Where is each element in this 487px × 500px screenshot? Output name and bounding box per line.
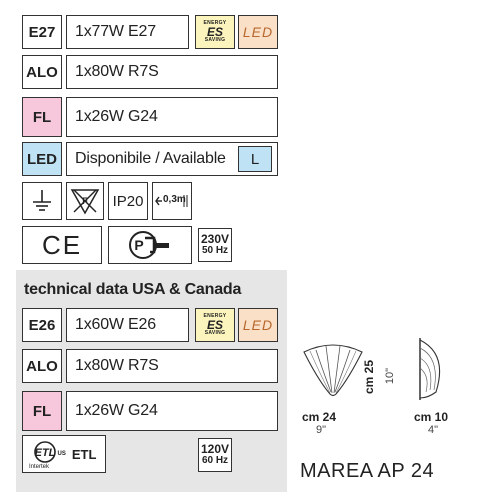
code-label: FL [32, 108, 52, 126]
energy-bottom: SAVING [204, 37, 226, 43]
lamp-front-view-drawing [303, 344, 363, 397]
spec-alo: 1x80W R7S [66, 55, 278, 89]
width-cm-label: cm 24 [302, 410, 337, 424]
led-option-badge: L [238, 146, 272, 172]
etl-circle-icon: ETL [33, 441, 56, 463]
energy-saving-badge: ENERGY ES SAVING [195, 15, 235, 49]
depth-in-label: 4" [428, 424, 439, 436]
no-insulation-cover-icon: F [66, 182, 104, 220]
energy-saving-badge-us: ENERGY ES SAVING [195, 308, 235, 342]
spec-alo-us: 1x80W R7S [66, 349, 278, 383]
etl-us-label: US [57, 451, 66, 457]
spec-fl-us: 1x26W G24 [66, 391, 278, 431]
led-option-label: L [250, 150, 260, 168]
ground-icon-svg [33, 190, 51, 211]
svg-text:ETL: ETL [34, 447, 55, 459]
code-alo: ALO [22, 55, 62, 89]
energy-bottom: SAVING [204, 330, 226, 336]
spec-label: Disponibile / Available [75, 150, 226, 167]
code-label: E27 [28, 23, 56, 41]
lamp-side-view-drawing [419, 338, 441, 400]
ip-rating-label: IP20 [112, 192, 144, 210]
code-led: LED [22, 142, 62, 176]
spec-e26: 1x60W E26 [66, 308, 189, 342]
voltage-eu-v: 230V [200, 232, 230, 246]
ce-mark-label: CE [41, 229, 83, 260]
distance-arrow-svg [155, 195, 188, 207]
code-label: ALO [26, 357, 58, 375]
spec-label: 1x60W E26 [75, 316, 156, 333]
etl-label: ETL [71, 446, 97, 462]
code-fl-us: FL [22, 391, 62, 431]
distance-label: 0,3m [163, 194, 186, 205]
voltage-us-hz: 60 Hz [201, 455, 229, 466]
height-cm-label: cm 25 [362, 359, 377, 395]
spec-label: 1x77W E27 [75, 23, 156, 40]
code-alo-us: ALO [22, 349, 62, 383]
ground-icon [22, 182, 62, 220]
min-distance-icon: 0,3m [152, 182, 192, 220]
usa-section: technical data USA & Canada E26 1x60W E2… [16, 270, 287, 492]
spec-label: 1x80W R7S [75, 357, 159, 374]
no-insulation-svg: F [70, 189, 100, 215]
spec-label: 1x26W G24 [75, 402, 158, 419]
spec-label: 1x26W G24 [75, 108, 158, 125]
spec-label: 1x80W R7S [75, 63, 159, 80]
led-badge-label: LED [242, 317, 274, 333]
spec-e27: 1x77W E27 [66, 15, 189, 49]
code-label: LED [27, 150, 57, 168]
width-dimension: cm 24 9" [302, 410, 362, 436]
led-badge: LED [238, 15, 278, 49]
gost-r-mark-icon: P [108, 226, 192, 264]
voltage-eu-hz: 50 Hz [201, 245, 229, 256]
height-in-label: 10" [384, 367, 397, 385]
energy-main: ES [206, 318, 223, 332]
code-e26: E26 [22, 308, 62, 342]
product-name: MAREA AP 24 [300, 460, 435, 482]
led-badge-label: LED [242, 24, 274, 40]
voltage-us: 120V 60 Hz [198, 438, 232, 472]
depth-cm-label: cm 10 [414, 410, 449, 424]
code-label: FL [32, 402, 52, 420]
led-badge-us: LED [238, 308, 278, 342]
width-in-label: 9" [316, 424, 327, 436]
code-label: ALO [26, 63, 58, 81]
code-e27: E27 [22, 15, 62, 49]
spec-fl: 1x26W G24 [66, 97, 278, 137]
ip-rating: IP20 [108, 182, 148, 220]
usa-section-title: technical data USA & Canada [24, 281, 242, 298]
voltage-us-v: 120V [200, 442, 230, 456]
voltage-eu: 230V 50 Hz [198, 228, 232, 262]
energy-main: ES [206, 25, 223, 39]
svg-text:P: P [134, 237, 143, 253]
energy-top: ENERGY [203, 20, 227, 26]
ce-mark: CE [22, 226, 102, 264]
etl-intertek-label: Intertek [29, 464, 50, 470]
code-label: E26 [28, 316, 56, 334]
gost-svg: P [129, 231, 169, 259]
energy-top: ENERGY [203, 313, 227, 319]
etl-mark: ETL US ETL Intertek [22, 435, 106, 473]
code-fl: FL [22, 97, 62, 137]
height-dimension: cm 25 10" [360, 352, 397, 402]
depth-dimension: cm 10 4" [414, 410, 474, 436]
